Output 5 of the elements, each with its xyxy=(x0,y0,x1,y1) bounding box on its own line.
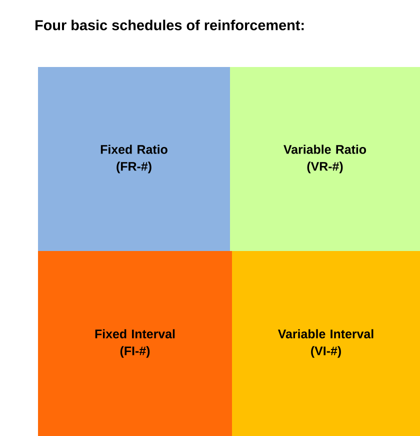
schedule-quadrant: Variable Interval (VI-#) xyxy=(232,251,420,436)
schedule-quadrant: Fixed Ratio (FR-#) xyxy=(38,67,230,251)
schedule-quadrant: Fixed Interval (FI-#) xyxy=(38,251,232,436)
schedule-quadrant: Variable Ratio (VR-#) xyxy=(230,67,420,251)
title: Four basic schedules of reinforcement: xyxy=(36,20,304,30)
